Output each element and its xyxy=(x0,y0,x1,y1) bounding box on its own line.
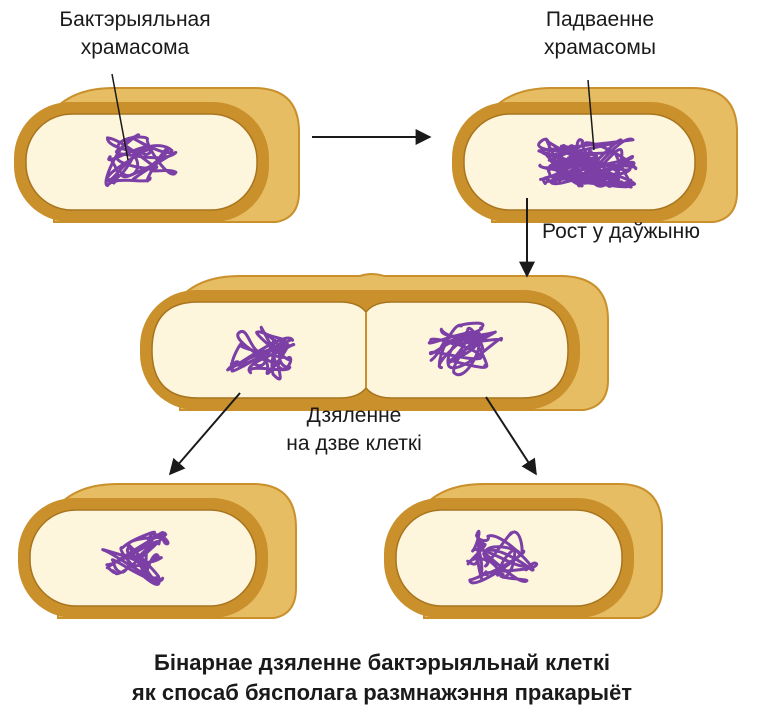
chromosome-left xyxy=(226,325,296,381)
cell-original xyxy=(14,87,300,223)
arrow-down-right xyxy=(485,396,537,476)
chromosome-strand xyxy=(101,530,170,586)
label-growth: Рост у даўжыню xyxy=(542,220,700,243)
label-bacterial-chromosome: Бактэрыяльная храмасома xyxy=(59,8,211,59)
cell-doubled-chromosome xyxy=(452,87,738,223)
arrow-down-left xyxy=(168,392,241,476)
figure-caption: Бінарнае дзяленне бактэрыяльнай клеткі я… xyxy=(131,650,633,705)
chromosome-strand xyxy=(537,137,636,188)
cell-elongated xyxy=(140,273,609,411)
chromosome xyxy=(101,530,170,586)
label-division: Дзяленне на дзве клеткі xyxy=(286,404,422,455)
label-pointer-chromosome xyxy=(111,73,129,161)
chromosome-strand xyxy=(226,325,296,381)
daughter-cell-right xyxy=(384,483,663,619)
chromosome-right xyxy=(427,321,503,377)
chromosome-strand xyxy=(104,133,178,188)
label-chromosome-doubling: Падваенне храмасомы xyxy=(544,8,656,59)
label-pointer-doubled xyxy=(587,79,595,151)
chromosome-doubled xyxy=(537,137,638,189)
chromosome-strand xyxy=(466,529,539,585)
chromosome xyxy=(104,133,178,188)
chromosome xyxy=(466,529,539,585)
chromosome-strand xyxy=(427,321,503,377)
daughter-cell-left xyxy=(18,483,297,619)
